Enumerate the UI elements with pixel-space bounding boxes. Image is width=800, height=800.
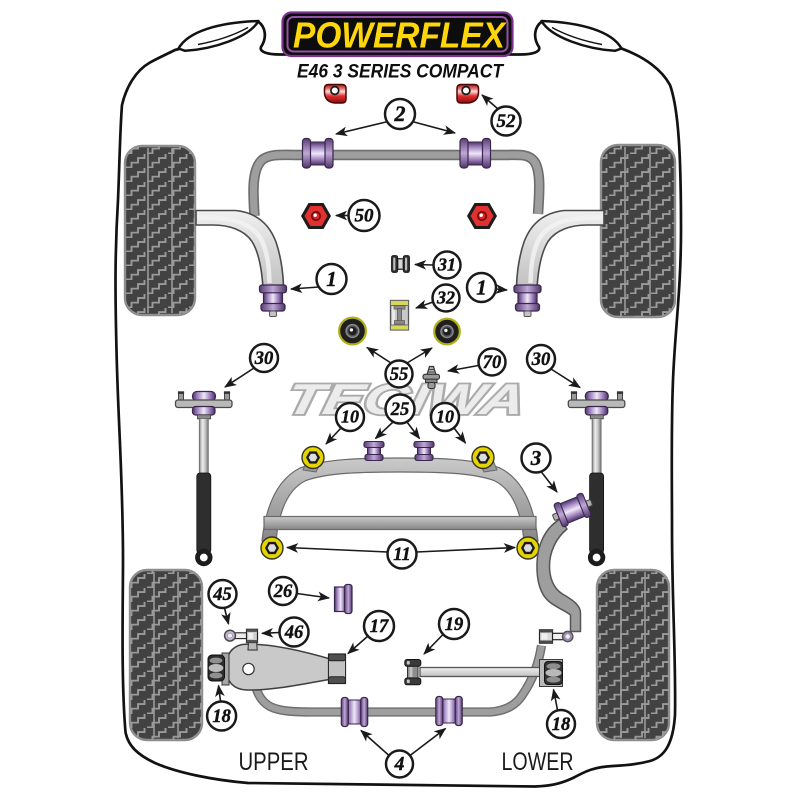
svg-text:26: 26 — [273, 582, 293, 602]
svg-text:UPPER: UPPER — [239, 748, 309, 776]
svg-text:4: 4 — [394, 754, 405, 775]
svg-text:POWERFLEX: POWERFLEX — [293, 15, 507, 56]
svg-text:31: 31 — [437, 255, 456, 275]
svg-text:30: 30 — [531, 350, 551, 370]
svg-text:50: 50 — [355, 205, 375, 226]
svg-text:46: 46 — [284, 623, 304, 643]
svg-text:55: 55 — [390, 365, 409, 385]
svg-text:10: 10 — [436, 407, 454, 427]
svg-text:3: 3 — [530, 446, 542, 470]
svg-text:52: 52 — [497, 111, 517, 132]
svg-text:LOWER: LOWER — [502, 748, 574, 776]
svg-text:1: 1 — [476, 275, 487, 299]
svg-text:19: 19 — [445, 615, 464, 635]
svg-text:25: 25 — [390, 400, 410, 420]
svg-text:10: 10 — [341, 407, 359, 427]
svg-text:32: 32 — [436, 288, 455, 308]
svg-text:11: 11 — [393, 545, 410, 565]
svg-text:70: 70 — [483, 353, 502, 373]
svg-text:1: 1 — [326, 267, 337, 291]
svg-text:30: 30 — [254, 349, 274, 369]
svg-text:18: 18 — [212, 707, 231, 727]
svg-text:45: 45 — [212, 585, 232, 605]
svg-text:18: 18 — [552, 715, 571, 735]
svg-text:17: 17 — [370, 617, 389, 637]
svg-text:E46 3 SERIES COMPACT: E46 3 SERIES COMPACT — [297, 61, 505, 83]
svg-text:2: 2 — [394, 101, 406, 126]
